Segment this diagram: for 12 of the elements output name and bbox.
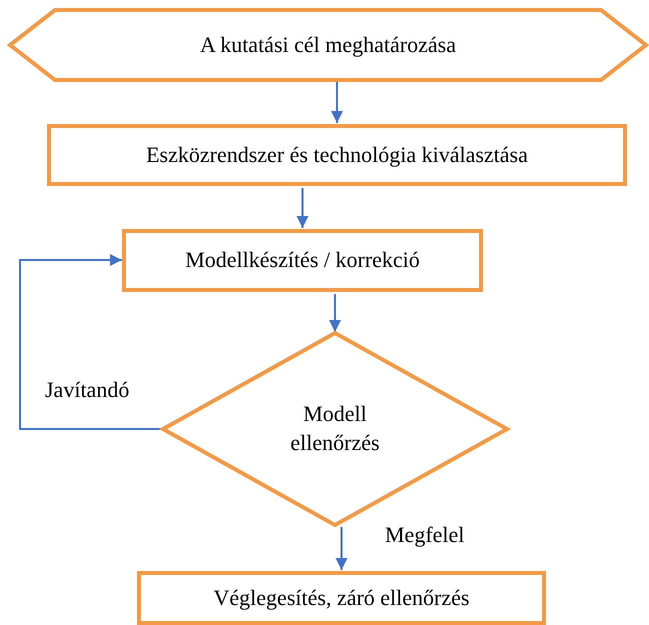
arrow <box>329 294 341 332</box>
node-text: A kutatási cél meghatározása <box>200 30 456 59</box>
arrow <box>296 188 308 228</box>
node-text: Modellkészítés / korrekció <box>185 246 420 274</box>
arrow <box>331 82 343 123</box>
node-text: Véglegesítés, záró ellenőrzés <box>214 584 470 612</box>
process-box <box>122 229 483 292</box>
process-box <box>47 124 627 186</box>
arrow <box>336 527 348 570</box>
process-box <box>137 571 546 625</box>
arrow <box>19 254 163 430</box>
node-text: Eszközrendszer és technológia kiválasztása <box>146 140 528 169</box>
